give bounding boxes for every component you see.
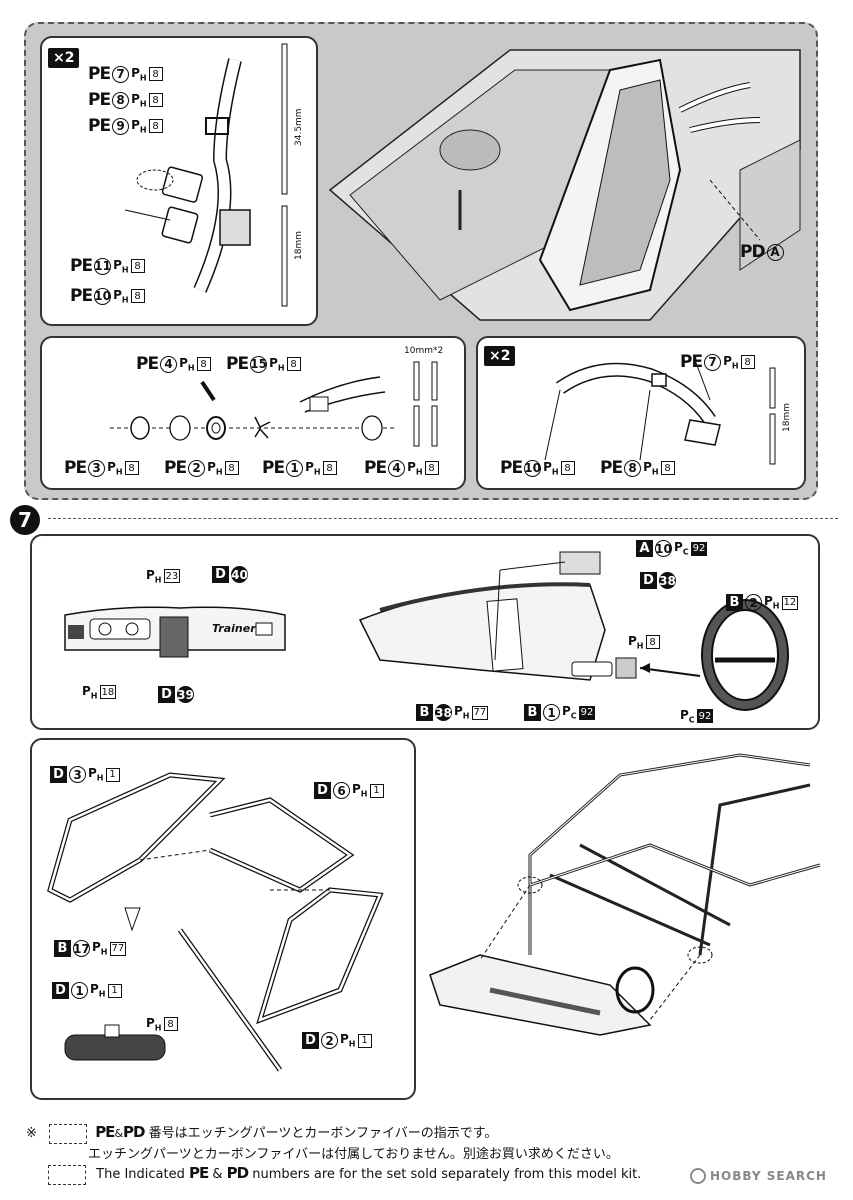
dim-10mm-x2: 10mm*2: [404, 346, 444, 356]
dashboard-front-illustration: [64, 606, 286, 658]
hobby-search-logo-icon: [690, 1168, 706, 1184]
watermark: HOBBY SEARCH: [690, 1168, 827, 1184]
dashed-box-icon: [49, 1123, 88, 1144]
dashed-box-icon-2: [48, 1164, 86, 1185]
step-divider: [48, 518, 838, 519]
note-jp-line1: ※ PE&PD 番号はエッチングパーツとカーボンファイバーの指示です。: [26, 1122, 497, 1144]
rollcage-assembled-illustration: [429, 753, 821, 1036]
step-number: 7: [10, 505, 40, 535]
lapbelt-illustration: [544, 359, 721, 461]
note-jp-line2: エッチングパーツとカーボンファイバーは付属しておりません。別途お買い求めください…: [88, 1147, 619, 1162]
rollcage-parts-illustration: [47, 772, 384, 1072]
dash-brand-text: Trainer: [212, 622, 256, 635]
seatbelt-illustration: [124, 58, 251, 293]
dimension-bars-box2: [413, 361, 438, 447]
dim-18mm: 18mm: [294, 231, 304, 260]
dashboard-install-illustration: [358, 551, 789, 711]
dim-34-5mm: 34.5mm: [294, 108, 304, 146]
interior-illustration: [328, 49, 801, 321]
note-en-line: The Indicated PE & PD numbers are for th…: [48, 1164, 641, 1185]
small-parts-illustration: [110, 376, 395, 441]
dim-18mm-box3: 18mm: [782, 403, 792, 432]
dimension-bars-box1: [281, 43, 288, 307]
dimension-bar-box3: [769, 367, 776, 465]
multiplier-badge-2: ×2: [484, 346, 516, 366]
multiplier-badge: ×2: [48, 48, 80, 68]
